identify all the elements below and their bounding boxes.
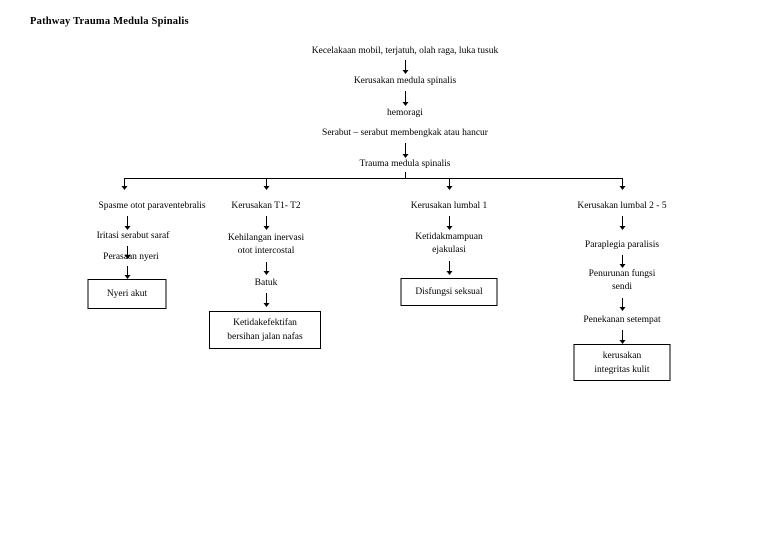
- branch-1-outcome-label: Nyeri akut: [106, 289, 148, 299]
- arrow-branch-4-step-1-to-2: [619, 216, 626, 230]
- branch-2-step-3: Batuk: [254, 278, 278, 288]
- branch-2-step-1: Kerusakan T1- T2: [231, 201, 301, 211]
- arrow-split-to-branch-4: [619, 178, 626, 190]
- arrow-split-to-branch-1: [121, 178, 128, 190]
- branch-3-step-1: Kerusakan lumbal 1: [410, 201, 488, 211]
- branch-3-step-2-line-2: ejakulasi: [432, 245, 466, 255]
- arrow-branch-4-step-3-to-4: [619, 298, 626, 311]
- arrow-branch-2-step-1-to-2: [263, 216, 270, 230]
- arrow-trunk-1-to-2: [402, 60, 409, 74]
- arrow-branch-1-step-2-to-3: [124, 246, 131, 259]
- branch-1-step-1: Spasme otot paraventebralis: [98, 201, 206, 211]
- branch-2-step-2-line-2: otot intercostal: [237, 246, 295, 256]
- arrow-trunk-4-to-5: [402, 143, 409, 158]
- arrow-branch-3-step-2-to-outcome: [446, 261, 453, 275]
- page-title: Pathway Trauma Medula Spinalis: [30, 16, 189, 27]
- branch-4-outcome-line-1: kerusakan: [602, 350, 642, 361]
- branch-4-step-3: Penurunan fungsi sendi: [589, 268, 656, 294]
- branch-distribution-bar: [124, 178, 622, 179]
- branch-3-outcome-box: Disfungsi seksual: [400, 278, 498, 306]
- branch-1-step-2: Iritasi serabut saraf: [96, 231, 170, 241]
- branch-3-outcome-label: Disfungsi seksual: [415, 287, 483, 297]
- arrow-branch-1-step-1-to-2: [124, 216, 131, 230]
- trunk-node-2: Kerusakan medula spinalis: [353, 76, 457, 86]
- arrow-trunk-2-to-3: [402, 91, 409, 106]
- branch-2-outcome-line-1: Ketidakefektifan: [233, 318, 297, 328]
- branch-2-step-2: Kehilangan inervasi otot intercostal: [228, 232, 304, 258]
- branch-4-step-4: Penekanan setempat: [583, 315, 661, 325]
- branch-2-outcome-box: Ketidakefektifan bersihan jalan nafas: [209, 311, 321, 349]
- branch-2-step-2-line-1: Kehilangan inervasi: [227, 233, 305, 243]
- arrow-branch-2-step-2-to-3: [263, 262, 270, 275]
- arrow-split-to-branch-2: [263, 178, 270, 190]
- branch-4-outcome-box: kerusakan integritas kulit: [573, 344, 671, 381]
- trunk-node-1: Kecelakaan mobil, terjatuh, olah raga, l…: [311, 46, 499, 56]
- branch-2-outcome-line-2: bersihan jalan nafas: [227, 332, 303, 342]
- arrow-split-to-branch-3: [446, 178, 453, 190]
- trunk-node-5: Trauma medula spinalis: [359, 159, 451, 169]
- branch-4-outcome-line-2: integritas kulit: [594, 364, 650, 375]
- branch-4-step-2: Paraplegia paralisis: [584, 240, 660, 250]
- trunk-node-4: Serabut – serabut membengkak atau hancur: [322, 128, 488, 138]
- arrow-trunk-to-split: [402, 172, 409, 178]
- arrow-branch-3-step-1-to-2: [446, 216, 453, 230]
- branch-4-step-1: Kerusakan lumbal 2 - 5: [577, 201, 667, 211]
- arrow-branch-4-step-4-to-outcome: [619, 330, 626, 344]
- branch-3-step-2-line-1: Ketidakmampuan: [415, 232, 483, 242]
- trunk-node-3: hemoragi: [387, 108, 423, 118]
- branch-1-step-3: Perasaan nyeri: [103, 252, 159, 262]
- branch-4-step-3-line-1: Penurunan fungsi: [588, 269, 656, 279]
- branch-3-step-2: Ketidakmampuan ejakulasi: [415, 231, 483, 257]
- arrow-branch-2-step-3-to-outcome: [263, 293, 270, 307]
- branch-1-outcome-box: Nyeri akut: [87, 279, 167, 309]
- arrow-branch-4-step-2-to-3: [619, 255, 626, 268]
- arrow-branch-1-step-3-to-outcome: [124, 266, 131, 279]
- branch-4-step-3-line-2: sendi: [611, 282, 633, 292]
